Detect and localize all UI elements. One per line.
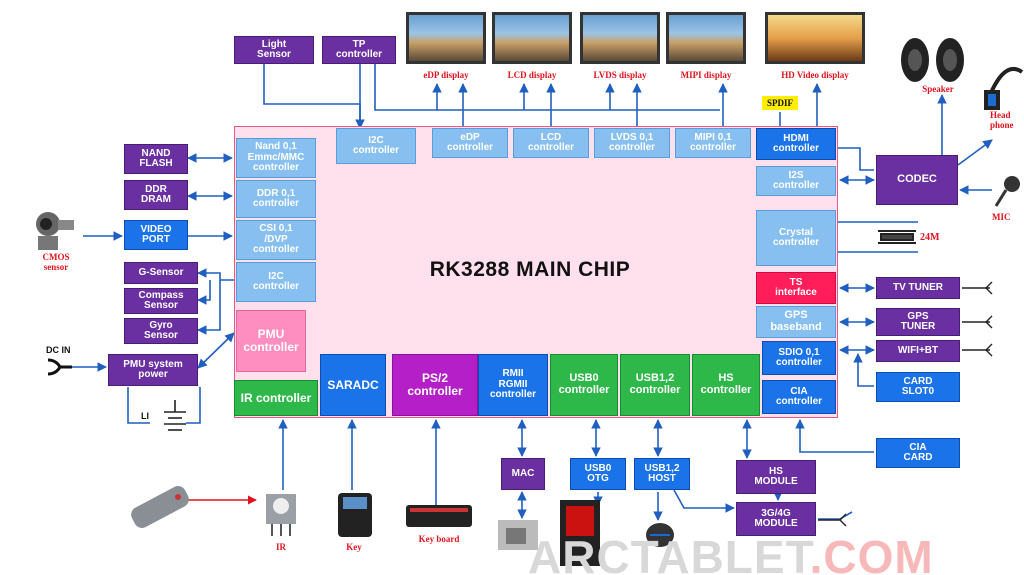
gps-baseband: GPS baseband: [756, 306, 836, 338]
hd-video-display-image: [765, 12, 865, 64]
mouse-icon: [646, 523, 674, 547]
ps2-controller: PS/2 controller: [392, 354, 478, 416]
dc-in-label: DC IN: [46, 345, 71, 355]
cia-card-block: CIA CARD: [876, 438, 960, 468]
hd-video-display-caption: HD Video display: [781, 70, 849, 80]
antenna-symbols: [818, 281, 993, 527]
main-chip-title: RK3288 MAIN CHIP: [429, 258, 631, 281]
sdio-controller: SDIO 0,1 controller: [762, 341, 836, 375]
lvds-controller: LVDS 0,1 controller: [594, 128, 670, 158]
dc-plug-icon: [47, 358, 72, 376]
remote-icon: [131, 486, 189, 528]
video-port-block: VIDEO PORT: [124, 220, 188, 250]
i2s-controller: I2S controller: [756, 166, 836, 196]
hdmi-controller: HDMI controller: [756, 128, 836, 160]
lcd-controller: LCD controller: [513, 128, 589, 158]
mipi-display-caption: MIPI display: [680, 70, 732, 80]
edp-controller: eDP controller: [432, 128, 508, 158]
compass-sensor-block: Compass Sensor: [124, 288, 198, 314]
lvds-display-image: [580, 12, 660, 64]
ethernet-module-icon: [498, 520, 538, 550]
module-3g4g-block: 3G/4G MODULE: [736, 502, 816, 536]
watermark-main: ARCTABLET: [528, 531, 810, 575]
ir-controller: IR controller: [234, 380, 318, 416]
ir-caption: IR: [275, 542, 286, 552]
usb12-host-block: USB1,2 HOST: [634, 458, 690, 490]
speaker-icon: [901, 38, 964, 82]
hs-module-block: HS MODULE: [736, 460, 816, 494]
spdif-label: SPDIF: [762, 96, 798, 110]
headphone-caption: Head phone: [990, 110, 1014, 131]
ts-interface: TS interface: [756, 272, 836, 304]
hs-controller: HS controller: [692, 354, 760, 416]
rmii-rgmii-controller: RMII RGMII controller: [478, 354, 548, 416]
nand-flash-block: NAND FLASH: [124, 144, 188, 174]
keyboard-caption: Key board: [418, 534, 460, 544]
saradc: SARADC: [320, 354, 386, 416]
light-sensor-block: Light Sensor: [234, 36, 314, 64]
crystal-controller: Crystal controller: [756, 210, 836, 266]
lcd-display-image: [492, 12, 572, 64]
cmos-sensor-caption: CMOS sensor: [42, 252, 70, 273]
li-battery-label: LI: [141, 411, 149, 421]
pmu-controller: PMU controller: [236, 310, 306, 372]
edp-display-caption: eDP display: [423, 70, 469, 80]
codec-block: CODEC: [876, 155, 958, 205]
mipi-controller: MIPI 0,1 controller: [675, 128, 751, 158]
ddr-controller: DDR 0,1 controller: [236, 180, 316, 218]
card-slot-block: CARD SLOT0: [876, 372, 960, 402]
tv-tuner-block: TV TUNER: [876, 277, 960, 299]
mac-block: MAC: [501, 458, 545, 490]
lcd-display-caption: LCD display: [507, 70, 557, 80]
gyro-sensor-block: Gyro Sensor: [124, 318, 198, 344]
lvds-display-caption: LVDS display: [593, 70, 647, 80]
i2c-controller-left: I2C controller: [236, 262, 316, 302]
key-caption: Key: [346, 542, 362, 552]
wifi-bt-block: WIFI+BT: [876, 340, 960, 362]
mic-caption: MIC: [992, 212, 1011, 222]
nand-emmc-controller: Nand 0,1 Emmc/MMC controller: [236, 138, 316, 178]
speaker-caption: Speaker: [922, 84, 954, 94]
mic-icon: [994, 176, 1020, 207]
pc-tower-icon: [560, 500, 600, 566]
mipi-display-image: [666, 12, 746, 64]
headphone-icon: [984, 66, 1024, 110]
usb0-controller: USB0 controller: [550, 354, 618, 416]
csi-dvp-controller: CSI 0,1 /DVP controller: [236, 220, 316, 260]
battery-symbol: [164, 400, 186, 431]
keypad-phone-icon: [338, 493, 372, 537]
watermark-suffix: .COM: [809, 531, 934, 575]
i2c-controller-top: I2C controller: [336, 128, 416, 164]
tp-controller-block: TP controller: [322, 36, 396, 64]
g-sensor-block: G-Sensor: [124, 262, 198, 284]
edp-display-image: [406, 12, 486, 64]
pmu-system-power-block: PMU system power: [108, 354, 198, 386]
ir-receiver-icon: [266, 494, 296, 536]
watermark: ARCTABLET.COM: [528, 530, 934, 575]
cmos-camera-icon: [36, 212, 74, 250]
keyboard-icon: [406, 505, 472, 527]
ddr-dram-block: DDR DRAM: [124, 180, 188, 210]
crystal-frequency-label: 24M: [920, 232, 940, 243]
cia-controller: CIA controller: [762, 380, 836, 414]
gps-tuner-block: GPS TUNER: [876, 308, 960, 336]
usb12-controller: USB1,2 controller: [620, 354, 690, 416]
crystal-symbol: [878, 230, 916, 244]
usb0-otg-block: USB0 OTG: [570, 458, 626, 490]
